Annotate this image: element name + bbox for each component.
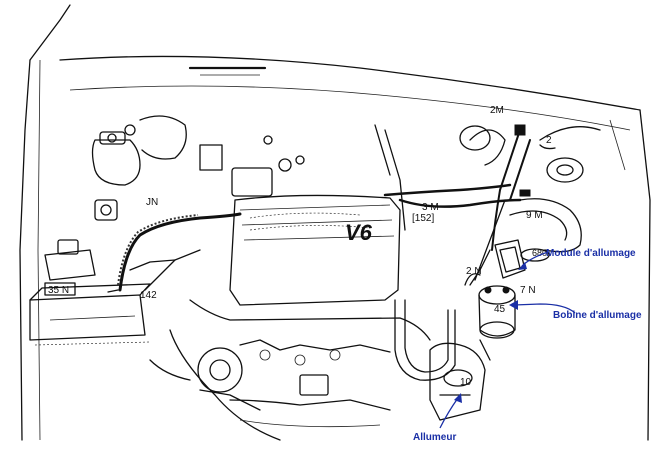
callout-bobine xyxy=(509,300,576,314)
callout-module-label: Module d'allumage xyxy=(546,248,636,259)
brake-reservoir xyxy=(91,115,187,186)
label-3m: 3 M xyxy=(422,202,439,213)
label-9m: 9 M xyxy=(526,210,543,221)
label-680: 680 xyxy=(532,248,547,258)
engine-logo: V6 xyxy=(345,220,373,245)
label-152: [152] xyxy=(412,213,434,224)
callout-bobine-label: Bobine d'allumage xyxy=(553,310,642,321)
label-142: 142 xyxy=(140,290,157,301)
label-10: 10 xyxy=(460,377,472,388)
label-45: 45 xyxy=(494,304,506,315)
label-7n: 7 N xyxy=(520,285,536,296)
engine-cover xyxy=(199,135,401,306)
ignition-module xyxy=(494,239,550,279)
label-35n: 35 N xyxy=(48,285,69,296)
hood-outline xyxy=(19,4,651,441)
coolant-pipe xyxy=(374,124,456,381)
ignition-fuse-block xyxy=(44,199,118,281)
air-intake-hose xyxy=(459,125,601,253)
ignition-coil xyxy=(478,285,516,361)
callout-module xyxy=(518,251,549,270)
label-2: 2 xyxy=(546,135,552,146)
lower-engine xyxy=(149,299,431,441)
callout-allumeur xyxy=(439,393,462,429)
callout-allumeur-label: Allumeur xyxy=(413,432,456,443)
label-2n: 2 N xyxy=(466,266,482,277)
label-2m: 2M xyxy=(490,105,504,116)
label-jn: JN xyxy=(146,197,158,208)
wiring-harness-right xyxy=(383,124,556,286)
distributor xyxy=(429,342,486,421)
wiring-harness-left xyxy=(107,212,242,293)
